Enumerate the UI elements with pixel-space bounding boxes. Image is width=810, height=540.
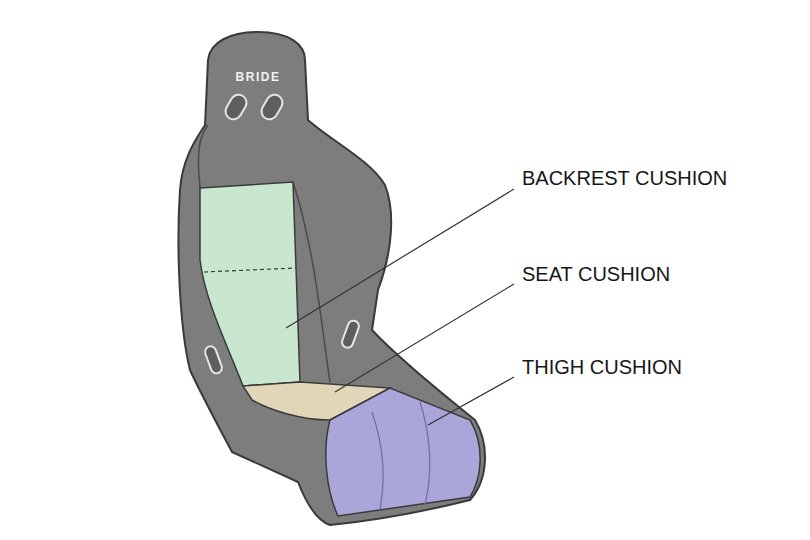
part-label: THIGH CUSHION	[522, 355, 682, 379]
part-label: BACKREST CUSHION	[522, 166, 727, 190]
bolster-edge	[198, 125, 208, 188]
thigh-cushion	[326, 388, 480, 516]
dashed-seam	[204, 268, 296, 272]
thigh-ridge	[420, 402, 430, 505]
belt-hole	[341, 319, 361, 349]
leader-line	[335, 284, 514, 392]
leader-line	[286, 189, 514, 328]
belt-hole	[204, 345, 224, 375]
thigh-ridge	[372, 412, 383, 510]
backrest-cushion	[200, 182, 300, 386]
harness-slot	[259, 92, 286, 123]
seat-shell	[178, 32, 485, 525]
part-label: SEAT CUSHION	[522, 262, 670, 286]
harness-slot	[223, 92, 250, 123]
leader-line	[428, 377, 514, 425]
brand-logo: BRIDE	[236, 70, 281, 84]
